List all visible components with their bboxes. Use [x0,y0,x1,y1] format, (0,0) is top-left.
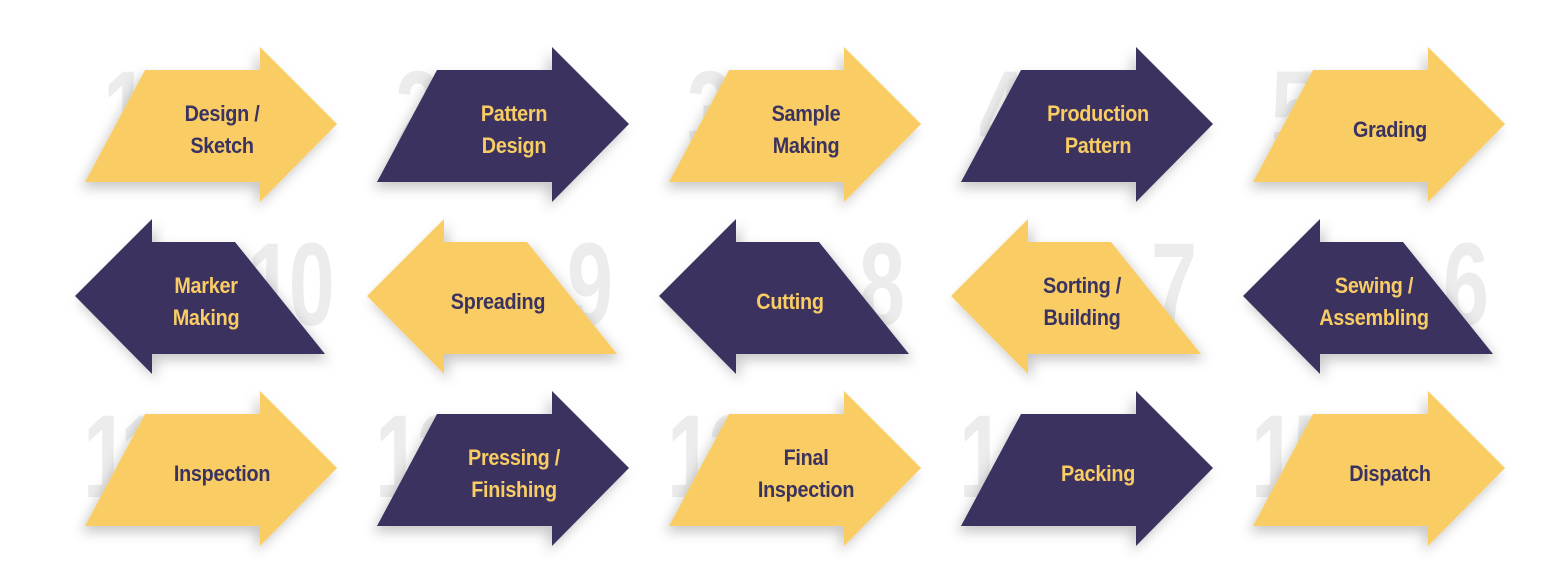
arrow-body [367,219,617,374]
step-label: Pattern Design [480,101,548,158]
arrow-right-icon [669,391,921,546]
step-label: Dispatch [1349,461,1431,486]
process-step-13: 13Final Inspection [659,386,969,556]
step-label: Spreading [450,289,546,314]
step-label: Inspection [173,461,271,486]
arrow-body [961,47,1213,202]
process-step-3: 3Sample Making [659,42,969,212]
arrow-right-icon [377,391,629,546]
process-step-2: 2Pattern Design [367,42,677,212]
arrow-body [75,219,325,374]
arrow-body [669,391,921,546]
process-step-4: 4Production Pattern [951,42,1261,212]
arrow-right-icon [961,391,1213,546]
process-step-14: 14Packing [951,386,1261,556]
step-label: Final Inspection [757,445,855,502]
process-step-15: 15Dispatch [1243,386,1553,556]
step-label: Sample Making [771,101,841,158]
arrow-right-icon [961,47,1213,202]
arrow-left-icon [659,219,909,374]
arrow-right-icon [85,47,337,202]
arrow-left-icon [951,219,1201,374]
step-label: Sorting / Building [1043,273,1121,330]
process-step-5: 5Grading [1243,42,1553,212]
arrow-body [669,47,921,202]
process-step-1: 1Design / Sketch [75,42,385,212]
step-label: Design / Sketch [184,101,260,158]
arrow-right-icon [85,391,337,546]
arrow-body [1253,391,1505,546]
arrow-body [961,391,1213,546]
arrow-body [85,47,337,202]
arrow-left-icon [1243,219,1493,374]
arrow-left-icon [367,219,617,374]
arrow-body [1253,47,1505,202]
arrow-body [1243,219,1493,374]
arrow-body [659,219,909,374]
arrow-right-icon [377,47,629,202]
step-label: Cutting [756,289,824,314]
step-label: Pressing / Finishing [468,445,560,502]
arrow-body [951,219,1201,374]
step-label: Marker Making [172,273,240,330]
step-label: Packing [1060,461,1136,486]
process-step-11: 11Inspection [75,386,385,556]
arrow-right-icon [669,47,921,202]
arrow-body [377,391,629,546]
arrow-left-icon [75,219,325,374]
process-step-12: 12Pressing / Finishing [367,386,677,556]
arrow-body [377,47,629,202]
step-label: Grading [1352,117,1428,142]
arrow-body [85,391,337,546]
arrow-right-icon [1253,47,1505,202]
arrow-right-icon [1253,391,1505,546]
step-label: Sewing / Assembling [1319,273,1429,330]
step-label: Production Pattern [1047,101,1149,158]
